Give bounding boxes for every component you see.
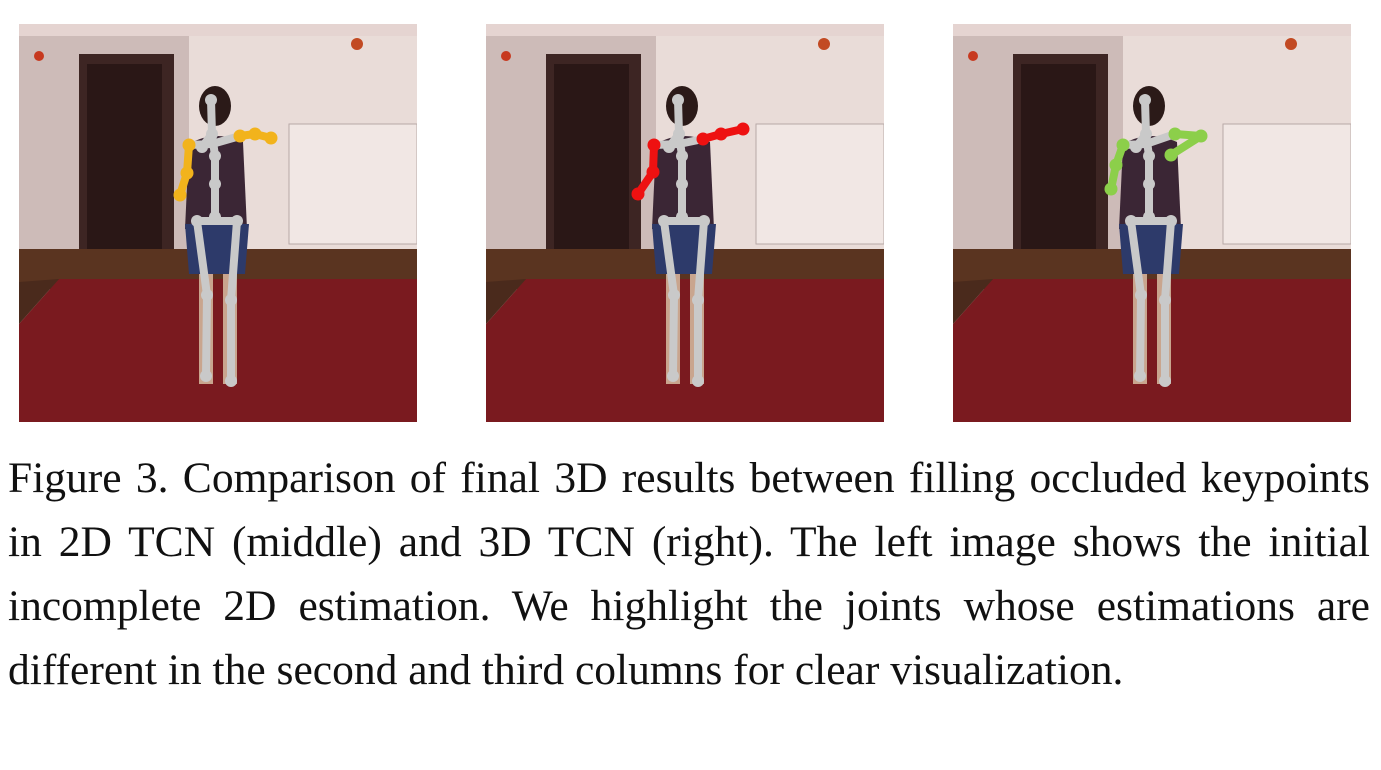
highlighted-joints — [173, 127, 278, 202]
skeleton-joint — [1140, 128, 1152, 140]
highlighted-joint — [1109, 158, 1123, 172]
skeleton-joint — [1135, 289, 1147, 301]
highlighted-joint — [1164, 148, 1178, 162]
skeleton-bone — [1136, 291, 1145, 380]
skeleton-bone — [202, 291, 211, 380]
highlighted-joint — [248, 127, 262, 141]
figure-caption: Figure 3. Comparison of final 3D results… — [8, 454, 1370, 694]
skeleton-joint — [209, 150, 221, 162]
whiteboard — [1222, 123, 1351, 245]
highlighted-joints — [1104, 127, 1208, 196]
skeleton-joint — [658, 215, 670, 227]
highlighted-joint — [233, 129, 247, 143]
skeleton-joint — [667, 370, 679, 382]
skeleton-bone — [227, 217, 241, 304]
skeleton-joint — [1165, 215, 1177, 227]
skeleton-joint — [1159, 375, 1171, 387]
skeleton-joint — [1134, 370, 1146, 382]
skeleton-joint — [698, 215, 710, 227]
ceiling — [486, 24, 884, 36]
highlighted-joints — [631, 122, 750, 201]
doorway-inner — [87, 64, 162, 249]
skeleton-bone — [660, 217, 678, 299]
highlighted-joint — [264, 131, 278, 145]
skeleton-bone — [694, 217, 708, 304]
skeleton-joint — [676, 178, 688, 190]
skeleton-joint — [201, 289, 213, 301]
skeleton-joint — [676, 211, 688, 223]
highlighted-joint — [180, 166, 194, 180]
skeleton-joint — [225, 294, 237, 306]
wall-lamp-left — [501, 51, 511, 61]
skeleton-joint — [692, 294, 704, 306]
highlighted-joint — [1194, 129, 1208, 143]
highlighted-joint — [696, 132, 710, 146]
doorway-inner — [554, 64, 629, 249]
skeleton-joint — [1125, 215, 1137, 227]
highlighted-joint — [182, 138, 196, 152]
doorway-inner — [1021, 64, 1096, 249]
skeleton-joint — [672, 94, 684, 106]
skeleton-joint — [1143, 211, 1155, 223]
highlighted-joint — [1168, 127, 1182, 141]
scene-photo — [19, 24, 417, 422]
floor-edge — [19, 279, 59, 324]
panel-3d-tcn-result — [953, 24, 1351, 422]
wall-lamp-left — [34, 51, 44, 61]
whiteboard — [755, 123, 884, 245]
skeleton-bone — [1127, 217, 1145, 299]
highlighted-joint — [1116, 138, 1130, 152]
wall-lamp-left — [968, 51, 978, 61]
skeleton-joint — [200, 370, 212, 382]
floor-edge — [486, 279, 526, 324]
skeleton-joint — [225, 375, 237, 387]
skeleton-bone — [1161, 217, 1175, 304]
wall-lamp-right — [818, 38, 830, 50]
highlighted-joint — [646, 165, 660, 179]
whiteboard — [288, 123, 417, 245]
skeleton-joint — [673, 128, 685, 140]
scene-photo — [953, 24, 1351, 422]
skeleton-joint — [1139, 94, 1151, 106]
ceiling — [953, 24, 1351, 36]
floor-edge — [953, 279, 993, 324]
skeleton-joint — [668, 289, 680, 301]
highlighted-joint — [631, 187, 645, 201]
red-carpet — [19, 279, 417, 422]
skeleton-joint — [1159, 294, 1171, 306]
panel-2d-tcn-result — [486, 24, 884, 422]
highlighted-joint — [1104, 182, 1118, 196]
skeleton-bone — [669, 291, 678, 380]
skeleton-bone — [193, 217, 211, 299]
wall-lamp-right — [1285, 38, 1297, 50]
highlighted-joint — [647, 138, 661, 152]
skeleton-joint — [191, 215, 203, 227]
red-carpet — [486, 279, 884, 422]
wall-lamp-right — [351, 38, 363, 50]
skeleton-joint — [231, 215, 243, 227]
highlighted-joint — [736, 122, 750, 136]
skeleton-joint — [205, 94, 217, 106]
skeleton-joint — [206, 128, 218, 140]
figure-panels — [19, 24, 1351, 422]
highlighted-joint — [714, 127, 728, 141]
skeleton-joint — [1143, 178, 1155, 190]
skeleton-joint — [692, 375, 704, 387]
skeleton-joint — [676, 150, 688, 162]
red-carpet — [953, 279, 1351, 422]
scene-photo — [486, 24, 884, 422]
panel-initial-2d-estimation — [19, 24, 417, 422]
ceiling — [19, 24, 417, 36]
skeleton-joint — [209, 178, 221, 190]
skeleton-joint — [209, 211, 221, 223]
highlighted-joint — [173, 188, 187, 202]
skeleton-joint — [1143, 150, 1155, 162]
